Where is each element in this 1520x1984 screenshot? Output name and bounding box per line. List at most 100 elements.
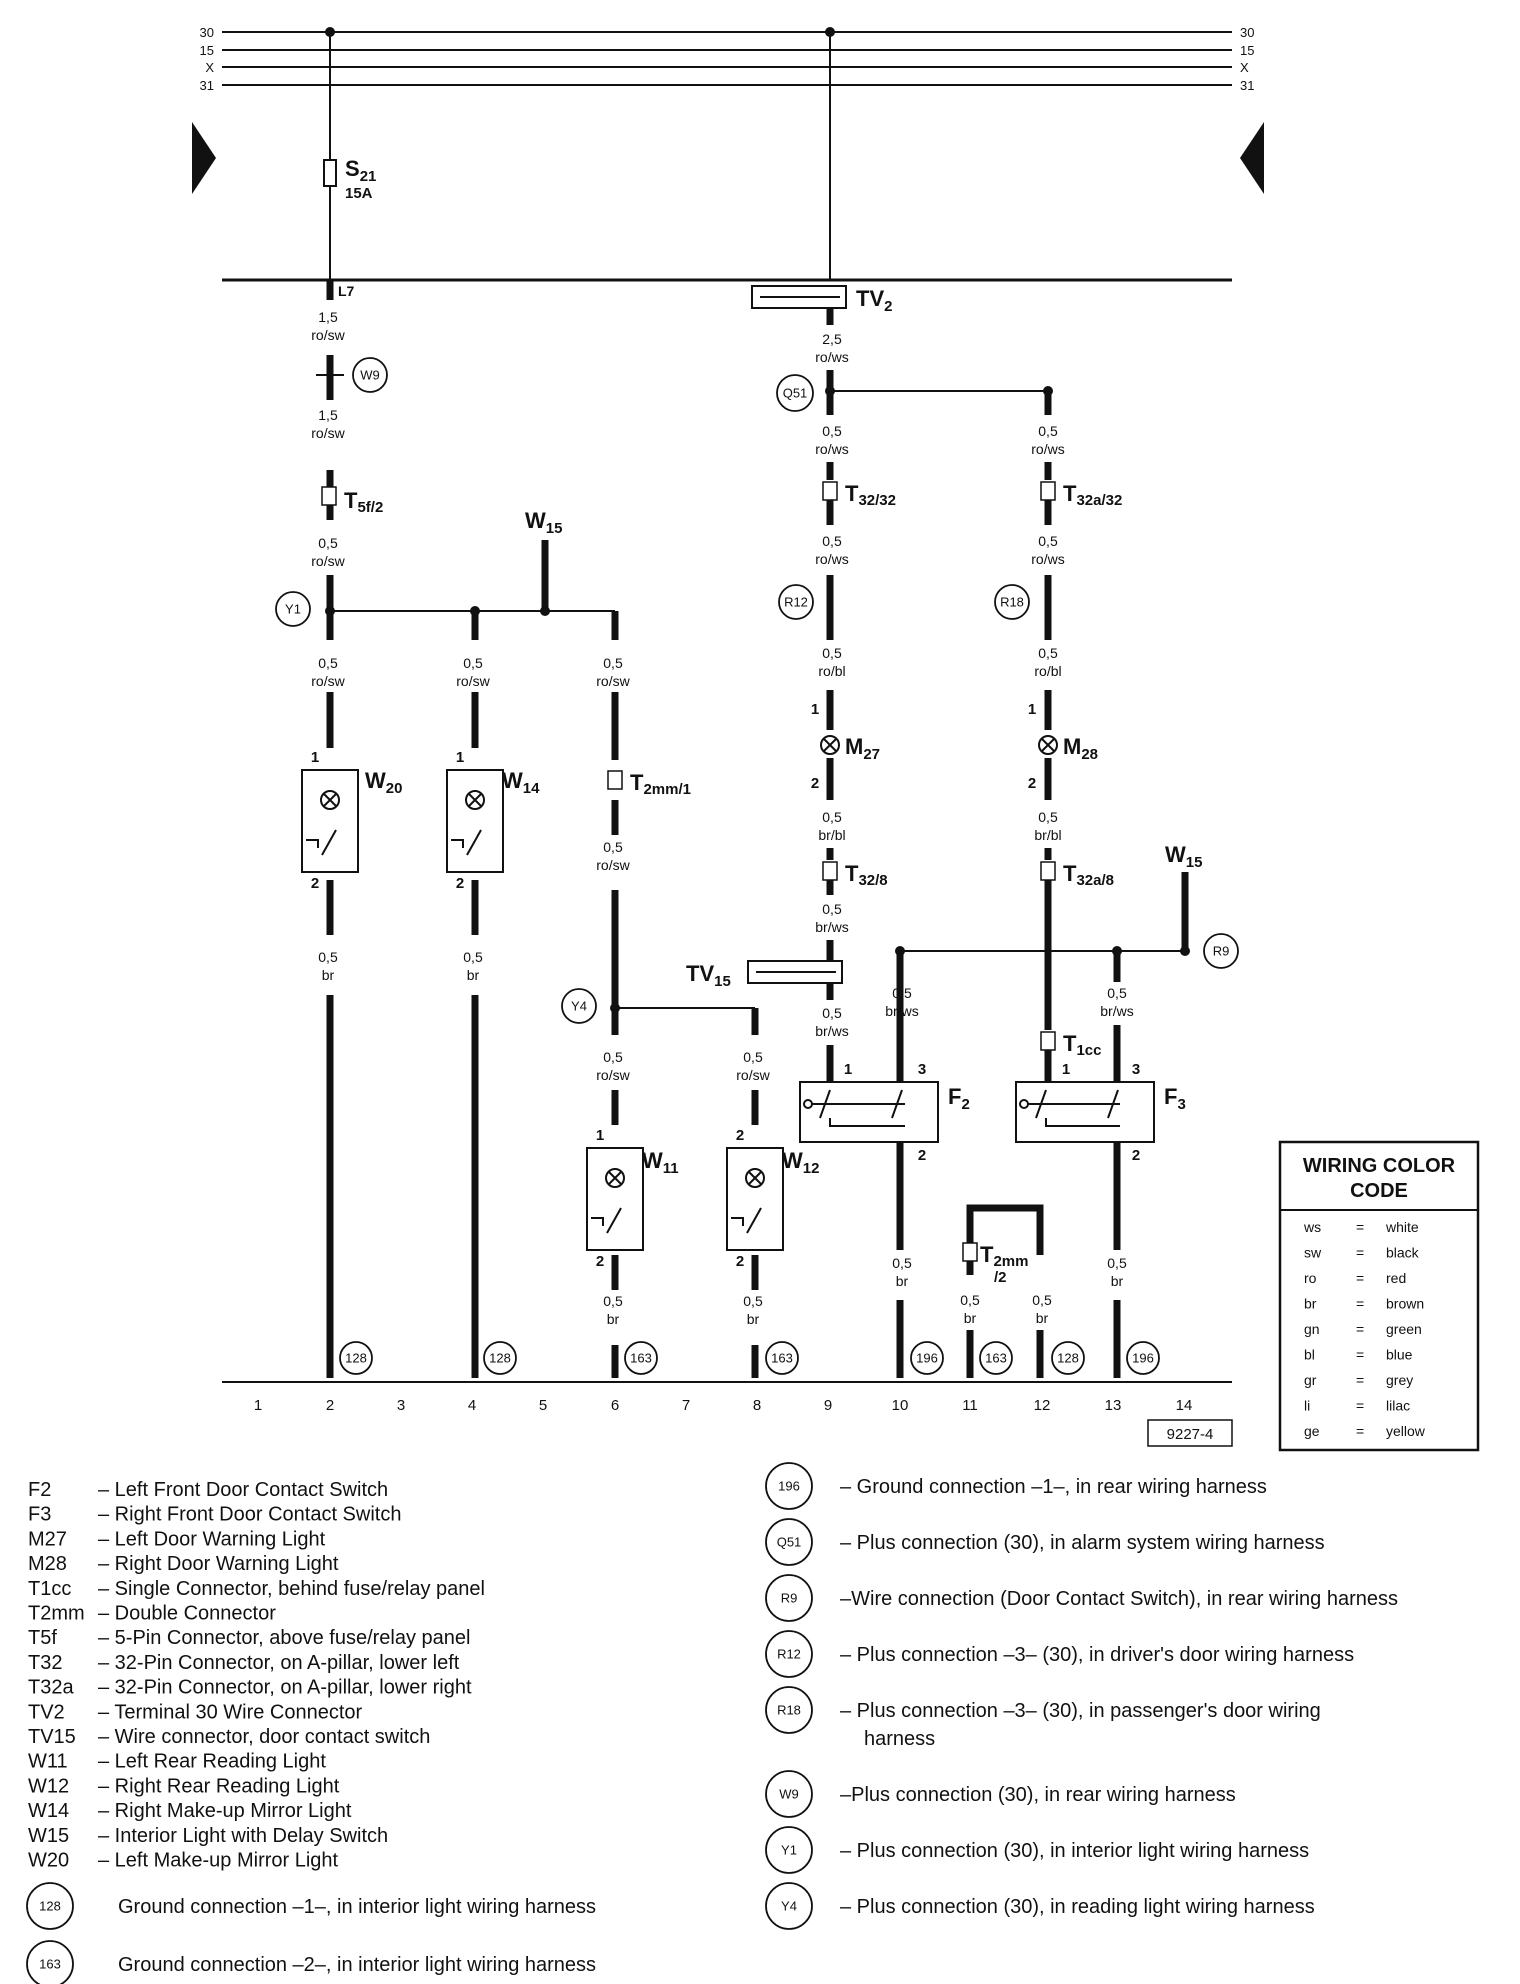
wire-spec: br/bl: [1034, 827, 1061, 843]
connector-tv2-label: TV2: [856, 286, 892, 315]
pin-label: 2: [736, 1253, 744, 1270]
component-f3-box: [1015, 1081, 1155, 1143]
color-code-equals: =: [1356, 1398, 1364, 1414]
wire-spec: ro/bl: [1034, 663, 1061, 679]
legend-description: – Right Rear Reading Light: [98, 1775, 340, 1797]
legend-description: – Right Door Warning Light: [98, 1553, 339, 1575]
junction-dot: [825, 386, 835, 396]
column-number: 14: [1176, 1397, 1193, 1414]
junction-dot: [895, 946, 905, 956]
legend-connection-code: R12: [777, 1647, 801, 1662]
connector-t32a-32-label: T32a/32: [1063, 481, 1122, 509]
legend-code: W11: [28, 1751, 68, 1773]
column-number: 3: [397, 1397, 405, 1414]
wire-spec: 0,5: [1038, 423, 1058, 439]
legend-description: – Terminal 30 Wire Connector: [98, 1701, 363, 1723]
bus-label-x-right: X: [1240, 60, 1249, 75]
connection-y4: [561, 988, 597, 1024]
legend-code: T1cc: [28, 1578, 71, 1600]
connector-icon: [1040, 481, 1056, 501]
ground-163-label: 163: [771, 1351, 793, 1366]
lamp-icon-cross: [823, 738, 837, 752]
ground-128: [483, 1341, 517, 1375]
wiring-color-code: WIRING COLOR CODE: [1278, 1140, 1480, 1452]
pin-label: 1: [456, 749, 464, 766]
pin-label: 1: [596, 1127, 604, 1144]
color-code-abbr: gn: [1304, 1321, 1320, 1337]
wire-spec: 0,5: [463, 949, 483, 965]
wire-spec: 0,5: [1038, 809, 1058, 825]
junction-dot: [610, 1003, 620, 1013]
wire-spec: 0,5: [1107, 985, 1127, 1001]
component-w11-box: [586, 1147, 644, 1251]
column-number: 7: [682, 1397, 690, 1414]
switch-pivot-icon: [803, 1099, 813, 1109]
wire-spec: br/ws: [815, 1023, 848, 1039]
connector-t32-8-label: T32/8: [845, 861, 888, 889]
color-code-title: WIRING COLOR: [1303, 1155, 1456, 1177]
wire-spec: 2,5: [822, 331, 842, 347]
connection-w9: [352, 357, 388, 393]
connection-r12-label: R12: [784, 595, 808, 610]
terminal-l7: L7: [338, 283, 355, 299]
legend-ground-circle: [26, 1882, 74, 1930]
pin-label: 2: [736, 1127, 744, 1144]
switch-icon: [812, 1089, 905, 1127]
wire-spec: br: [467, 967, 480, 983]
color-code-abbr: bl: [1304, 1347, 1315, 1363]
wire-spec: 0,5: [892, 985, 912, 1001]
legend-code: F2: [28, 1479, 51, 1501]
wire-spec: ro/sw: [596, 857, 630, 873]
lamp-icon-cross: [1041, 738, 1055, 752]
column-numbers: 1 2 3 4 5 6 7 8 9 10 11 12 13 14: [254, 1397, 1193, 1414]
legend-right: 196– Ground connection –1–, in rear wiri…: [765, 1462, 1398, 1930]
column-number: 6: [611, 1397, 619, 1414]
column-number: 10: [892, 1397, 909, 1414]
legend-description: – Left Front Door Contact Switch: [98, 1479, 388, 1501]
component-f2-box: [799, 1081, 939, 1143]
wire-spec: br: [1036, 1310, 1049, 1326]
connection-r18-label: R18: [1000, 595, 1024, 610]
wire-spec: ro/sw: [736, 1067, 770, 1083]
wire-spec: 0,5: [743, 1049, 763, 1065]
wire-spec: 0,5: [1107, 1255, 1127, 1271]
connector-icon: [822, 861, 838, 881]
legend-description: – Right Make-up Mirror Light: [98, 1800, 352, 1822]
junction-dot: [325, 606, 335, 616]
wire-spec: 1,5: [318, 407, 338, 423]
legend-code: T2mm: [28, 1603, 85, 1625]
legend-connection-circle: [765, 1882, 813, 1930]
column-number: 8: [753, 1397, 761, 1414]
column-number: 1: [254, 1397, 262, 1414]
component-w20-label: W20: [365, 768, 402, 797]
color-code-abbr: ro: [1304, 1270, 1317, 1286]
pin-label: 2: [456, 875, 464, 892]
component-w11-label: W11: [642, 1148, 679, 1177]
ground-markers: 128 128 163 163 196 163 128 196: [339, 1341, 1160, 1375]
connector-t1cc-label: T1cc: [1063, 1031, 1101, 1059]
ground-163: [765, 1341, 799, 1375]
switch-icon: [731, 1207, 762, 1234]
wire-spec: br: [896, 1273, 909, 1289]
wire-spec: 0,5: [1032, 1292, 1052, 1308]
pin-label: 2: [918, 1147, 926, 1164]
wire-spec: ro/sw: [596, 673, 630, 689]
color-code-color: green: [1386, 1321, 1422, 1337]
component-f2-label: F2: [948, 1084, 970, 1113]
fuse-s21-label: S21: [345, 156, 376, 185]
lamp-icon-cross: [323, 793, 337, 807]
wire-spec: br: [607, 1311, 620, 1327]
connector-tv15-label: TV15: [686, 961, 731, 990]
junction-dot: [540, 606, 550, 616]
ground-128: [339, 1341, 373, 1375]
pin-label: 1: [311, 749, 319, 766]
color-code-equals: =: [1356, 1296, 1364, 1312]
color-code-equals: =: [1356, 1372, 1364, 1388]
ground-196: [910, 1341, 944, 1375]
pin-label: 1: [1028, 701, 1036, 718]
legend-connection-code: 196: [778, 1479, 800, 1494]
wire-spec: ro/ws: [1031, 551, 1064, 567]
